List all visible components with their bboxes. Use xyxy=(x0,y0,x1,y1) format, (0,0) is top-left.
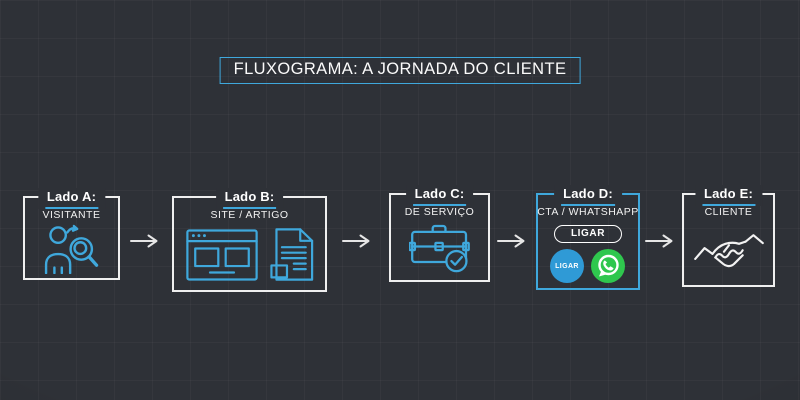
step-label-lado-c: Lado C: xyxy=(405,185,474,206)
step-subtitle: DE SERVIÇO xyxy=(404,206,475,218)
step-box-lado-d: Lado D: CTA / WHATSHAPP LIGAR LIGAR xyxy=(536,185,640,290)
step-label-lado-a: Lado A: xyxy=(37,188,106,209)
step-label-lado-b: Lado B: xyxy=(215,188,284,209)
step-label-text: Lado D: xyxy=(561,185,615,206)
step-label-lado-d: Lado D: xyxy=(554,185,622,206)
step-box-lado-c: Lado C: DE SERVIÇO xyxy=(389,185,490,282)
step-box-lado-e: Lado E: CLIENTE xyxy=(682,185,775,287)
step-label-text: Lado C: xyxy=(412,185,467,206)
step-label-lado-e: Lado E: xyxy=(694,185,763,206)
handshake-icon xyxy=(693,234,764,268)
step-subtitle: VISITANTE xyxy=(42,209,101,221)
visitor-search-icon xyxy=(44,224,98,274)
browser-window-icon xyxy=(185,228,258,281)
whatsapp-icon xyxy=(591,249,625,283)
step-subtitle: CLIENTE xyxy=(704,206,753,218)
right-arrow-icon xyxy=(497,234,525,248)
right-arrow-icon xyxy=(130,234,158,248)
cta-badges: LIGAR xyxy=(550,248,626,284)
step-label-text: Lado B: xyxy=(222,188,277,209)
step-subtitle: SITE / ARTIGO xyxy=(210,209,289,221)
call-badge: LIGAR xyxy=(550,249,584,283)
briefcase-check-icon xyxy=(408,224,470,273)
step-label-text: Lado E: xyxy=(701,185,756,206)
step-subtitle: CTA / WHATSHAPP xyxy=(537,206,639,218)
article-document-icon xyxy=(269,228,313,281)
diagram-title: FLUXOGRAMA: A JORNADA DO CLIENTE xyxy=(219,57,581,84)
step-box-lado-b: Lado B: SITE / ARTIGO xyxy=(172,188,327,292)
step-label-text: Lado A: xyxy=(44,188,99,209)
right-arrow-icon xyxy=(342,234,370,248)
right-arrow-icon xyxy=(645,234,673,248)
step-box-lado-a: Lado A: VISITANTE xyxy=(23,188,120,280)
ligar-pill-button: LIGAR xyxy=(553,225,623,243)
